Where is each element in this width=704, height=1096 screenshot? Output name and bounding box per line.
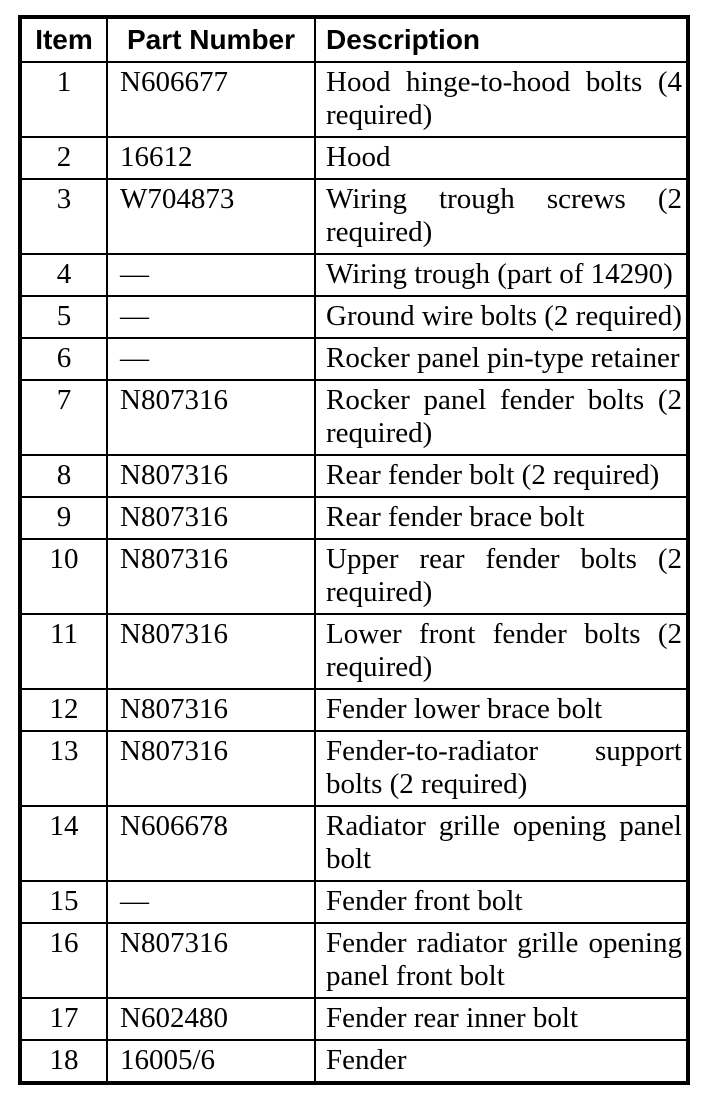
item-number: 11 <box>19 613 108 690</box>
part-description: Hood <box>314 136 689 180</box>
part-description: Fender rear inner bolt <box>314 997 689 1041</box>
part-description: Fender front bolt <box>314 880 689 924</box>
part-number: 16612 <box>106 136 316 180</box>
part-description: Fender radiator grille opening panel fro… <box>314 922 689 999</box>
table-row: 15 — Fender front bolt <box>19 880 689 924</box>
item-number: 10 <box>19 538 108 615</box>
part-description: Ground wire bolts (2 required) <box>314 295 689 339</box>
table-row: 3 W704873 Wiring trough screws (2 requir… <box>19 178 689 255</box>
part-description: Wiring trough (part of 14290) <box>314 253 689 297</box>
part-number: N606678 <box>106 805 316 882</box>
item-number: 7 <box>19 379 108 456</box>
table-row: 11 N807316 Lower front fender bolts (2 r… <box>19 613 689 690</box>
part-number: — <box>106 295 316 339</box>
part-description: Radiator grille opening panel bolt <box>314 805 689 882</box>
item-number: 17 <box>19 997 108 1041</box>
part-number: N807316 <box>106 922 316 999</box>
part-description: Hood hinge-to-hood bolts (4 required) <box>314 61 689 138</box>
part-number: — <box>106 253 316 297</box>
part-number: N807316 <box>106 496 316 540</box>
table-row: 6 — Rocker panel pin-type retainer <box>19 337 689 381</box>
column-header-part-number: Part Number <box>106 16 316 63</box>
table-row: 8 N807316 Rear fender bolt (2 required) <box>19 454 689 498</box>
table-row: 12 N807316 Fender lower brace bolt <box>19 688 689 732</box>
part-number: — <box>106 880 316 924</box>
part-description: Rocker panel pin-type retainer <box>314 337 689 381</box>
column-header-description: Description <box>314 16 689 63</box>
table-row: 16 N807316 Fender radiator grille openin… <box>19 922 689 999</box>
part-description: Rear fender bolt (2 required) <box>314 454 689 498</box>
parts-table: Item Part Number Description 1 N606677 H… <box>18 15 690 1085</box>
part-description: Rear fender brace bolt <box>314 496 689 540</box>
part-number: N602480 <box>106 997 316 1041</box>
item-number: 8 <box>19 454 108 498</box>
part-number: N807316 <box>106 613 316 690</box>
table-row: 2 16612 Hood <box>19 136 689 180</box>
item-number: 15 <box>19 880 108 924</box>
table-row: 5 — Ground wire bolts (2 required) <box>19 295 689 339</box>
part-description: Fender-to-radiator support bolts (2 requ… <box>314 730 689 807</box>
item-number: 3 <box>19 178 108 255</box>
table-row: 9 N807316 Rear fender brace bolt <box>19 496 689 540</box>
table-row: 7 N807316 Rocker panel fender bolts (2 r… <box>19 379 689 456</box>
item-number: 16 <box>19 922 108 999</box>
column-header-item: Item <box>19 16 108 63</box>
item-number: 18 <box>19 1039 108 1084</box>
part-number: W704873 <box>106 178 316 255</box>
item-number: 12 <box>19 688 108 732</box>
part-number: N807316 <box>106 688 316 732</box>
parts-table-body: 1 N606677 Hood hinge-to-hood bolts (4 re… <box>19 61 689 1084</box>
item-number: 9 <box>19 496 108 540</box>
part-number: N807316 <box>106 379 316 456</box>
item-number: 1 <box>19 61 108 138</box>
table-row: 17 N602480 Fender rear inner bolt <box>19 997 689 1041</box>
part-description: Fender <box>314 1039 689 1084</box>
table-row: 18 16005/6 Fender <box>19 1039 689 1084</box>
item-number: 6 <box>19 337 108 381</box>
part-number: — <box>106 337 316 381</box>
part-number: N807316 <box>106 730 316 807</box>
item-number: 14 <box>19 805 108 882</box>
part-number: N807316 <box>106 454 316 498</box>
part-description: Lower front fender bolts (2 required) <box>314 613 689 690</box>
item-number: 2 <box>19 136 108 180</box>
part-description: Fender lower brace bolt <box>314 688 689 732</box>
part-number: N807316 <box>106 538 316 615</box>
part-description: Rocker panel fender bolts (2 required) <box>314 379 689 456</box>
table-row: 4 — Wiring trough (part of 14290) <box>19 253 689 297</box>
part-description: Upper rear fender bolts (2 required) <box>314 538 689 615</box>
table-row: 13 N807316 Fender-to-radiator support bo… <box>19 730 689 807</box>
part-number: 16005/6 <box>106 1039 316 1084</box>
item-number: 4 <box>19 253 108 297</box>
part-number: N606677 <box>106 61 316 138</box>
table-row: 10 N807316 Upper rear fender bolts (2 re… <box>19 538 689 615</box>
item-number: 5 <box>19 295 108 339</box>
header-row: Item Part Number Description <box>19 16 689 63</box>
table-row: 14 N606678 Radiator grille opening panel… <box>19 805 689 882</box>
table-row: 1 N606677 Hood hinge-to-hood bolts (4 re… <box>19 61 689 138</box>
item-number: 13 <box>19 730 108 807</box>
part-description: Wiring trough screws (2 required) <box>314 178 689 255</box>
